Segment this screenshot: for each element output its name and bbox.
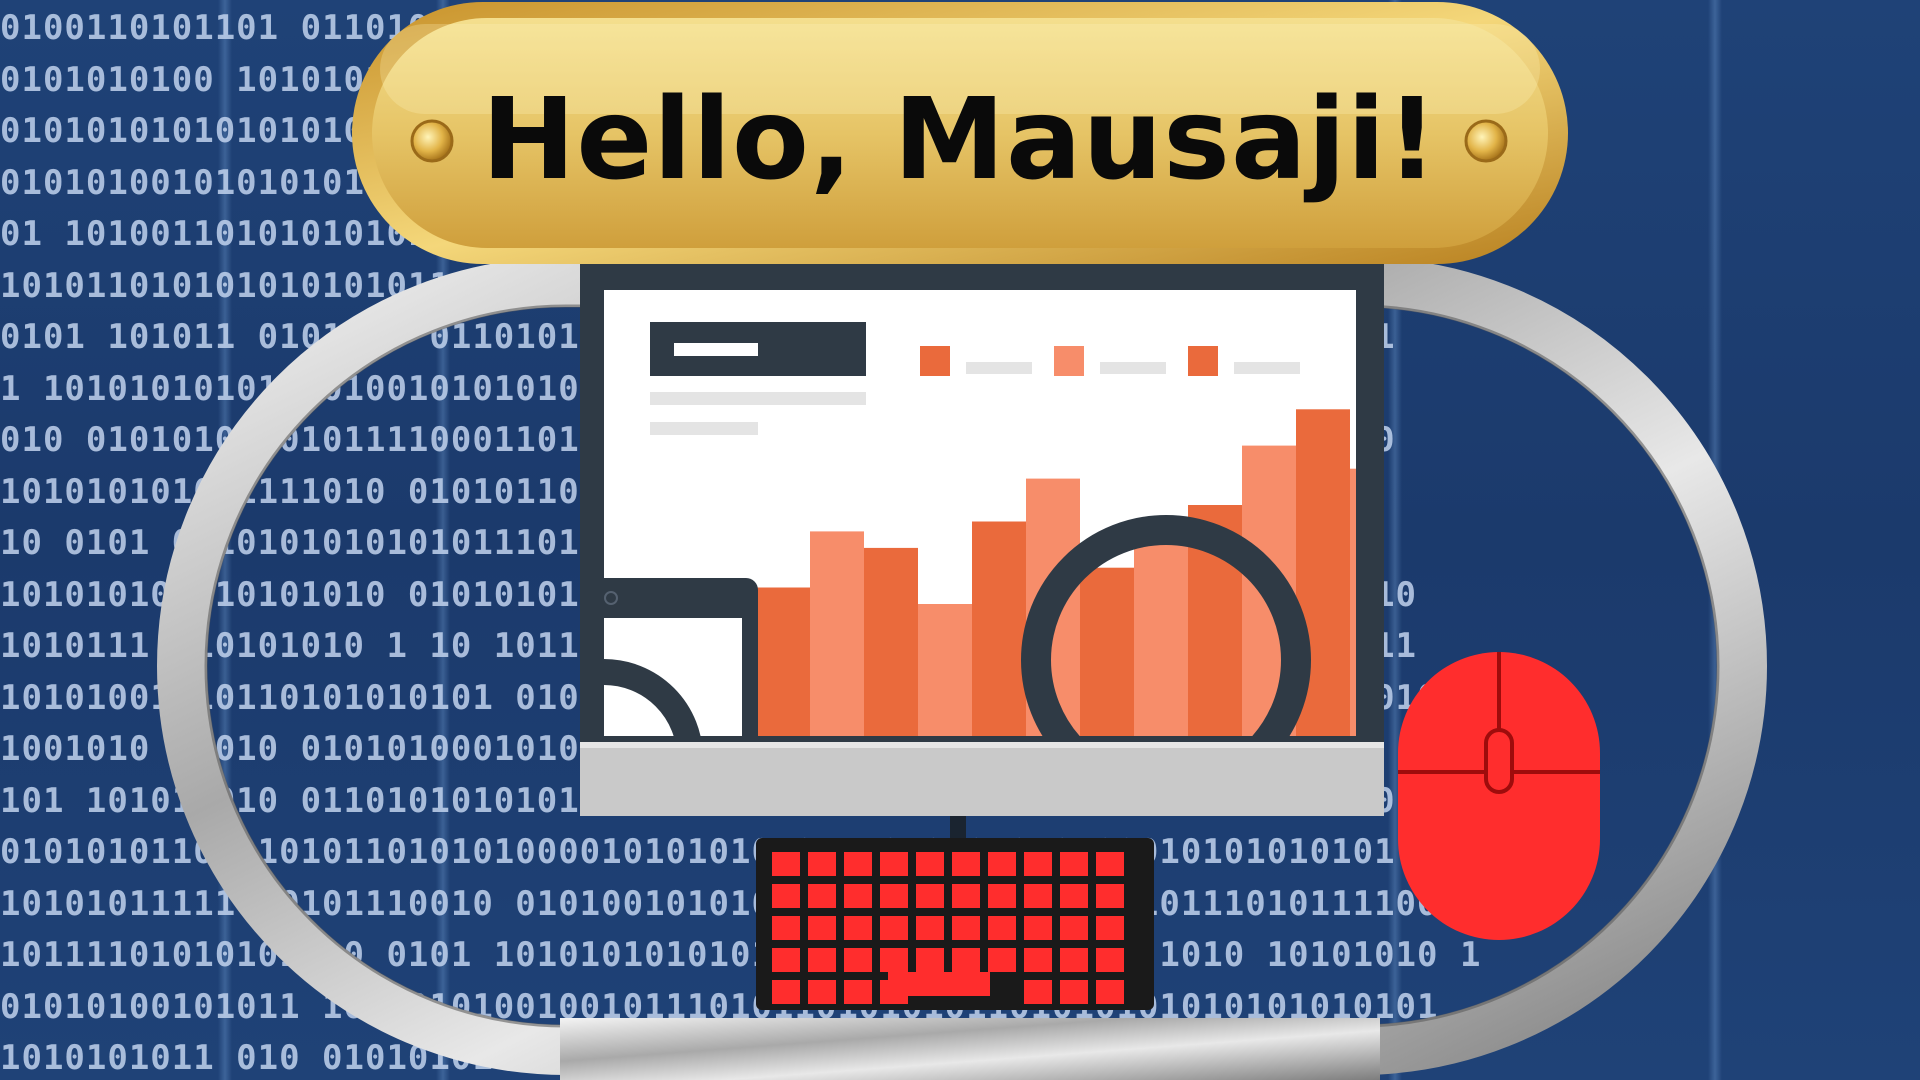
keyboard-key	[1060, 852, 1088, 876]
keyboard-key	[844, 916, 872, 940]
chart-bar	[918, 604, 972, 736]
keyboard-key	[952, 948, 980, 972]
keyboard-key	[1096, 948, 1124, 972]
legend-line	[1100, 362, 1166, 374]
monitor-chin	[580, 742, 1384, 816]
keyboard-key	[916, 852, 944, 876]
keyboard-key	[1096, 916, 1124, 940]
keyboard-key	[772, 916, 800, 940]
keyboard-key	[1024, 852, 1052, 876]
keyboard-key	[844, 884, 872, 908]
chart-bar	[972, 521, 1026, 736]
dashboard-text-line	[650, 422, 758, 435]
keyboard-key	[952, 884, 980, 908]
keyboard-key	[1060, 916, 1088, 940]
keyboard-key	[844, 980, 872, 1004]
legend-swatch	[920, 346, 950, 376]
keyboard-key	[880, 916, 908, 940]
keyboard-key	[1024, 948, 1052, 972]
keyboard-key	[772, 884, 800, 908]
keyboard-key	[808, 884, 836, 908]
plaque-screw-icon	[410, 119, 454, 163]
chart-bar	[864, 547, 918, 736]
keyboard-key	[952, 852, 980, 876]
gold-plaque	[352, 2, 1568, 264]
keyboard-key	[880, 948, 908, 972]
keyboard-key	[772, 948, 800, 972]
keyboard-key	[1060, 980, 1088, 1004]
chart-bar	[1080, 567, 1134, 736]
dashboard-text-line	[650, 392, 866, 405]
keyboard-key	[1024, 916, 1052, 940]
dashboard-header-bar	[674, 343, 758, 356]
legend-line	[966, 362, 1032, 374]
legend-swatch	[1054, 346, 1084, 376]
monitor-stand-neck	[950, 816, 966, 844]
keyboard-key	[988, 916, 1016, 940]
keyboard-key	[1096, 852, 1124, 876]
keyboard-key	[1024, 980, 1052, 1004]
keyboard-key	[772, 980, 800, 1004]
keyboard-key	[844, 948, 872, 972]
keyboard-key	[916, 884, 944, 908]
silver-frame-base	[560, 1018, 1380, 1080]
chart-bar	[810, 531, 864, 736]
keyboard-icon	[756, 838, 1154, 1010]
keyboard-key	[808, 852, 836, 876]
tablet-icon	[604, 578, 758, 736]
keyboard-key	[988, 948, 1016, 972]
keyboard-key	[808, 916, 836, 940]
keyboard-key	[808, 980, 836, 1004]
mouse-icon	[1398, 652, 1600, 940]
keyboard-key	[880, 852, 908, 876]
light-stream	[436, 0, 450, 1080]
keyboard-key	[808, 948, 836, 972]
legend-swatch	[1188, 346, 1218, 376]
dashboard	[604, 322, 1356, 736]
keyboard-key	[1024, 884, 1052, 908]
keyboard-spacebar	[888, 972, 990, 996]
binary-row: 10111101010101 10 0101 10101010101010101…	[0, 935, 1482, 975]
keyboard-keys	[772, 852, 1124, 1004]
keyboard-key	[916, 948, 944, 972]
plaque-screw-icon	[1464, 119, 1508, 163]
keyboard-key	[916, 916, 944, 940]
keyboard-key	[952, 916, 980, 940]
keyboard-key	[844, 852, 872, 876]
keyboard-key	[988, 852, 1016, 876]
keyboard-key	[772, 852, 800, 876]
magnifier-icon	[1021, 515, 1311, 736]
keyboard-key	[1096, 980, 1124, 1004]
keyboard-key	[1060, 948, 1088, 972]
legend-line	[1234, 362, 1300, 374]
keyboard-key	[988, 884, 1016, 908]
keyboard-key	[1060, 884, 1088, 908]
chart-bar	[1350, 468, 1356, 736]
greeting-title: Hello, Mausaji!	[481, 75, 1439, 205]
monitor-chin-highlight	[580, 742, 1384, 748]
keyboard-key	[1096, 884, 1124, 908]
chart-bar	[1134, 531, 1188, 736]
chart-bar	[756, 587, 810, 736]
keyboard-key	[880, 884, 908, 908]
